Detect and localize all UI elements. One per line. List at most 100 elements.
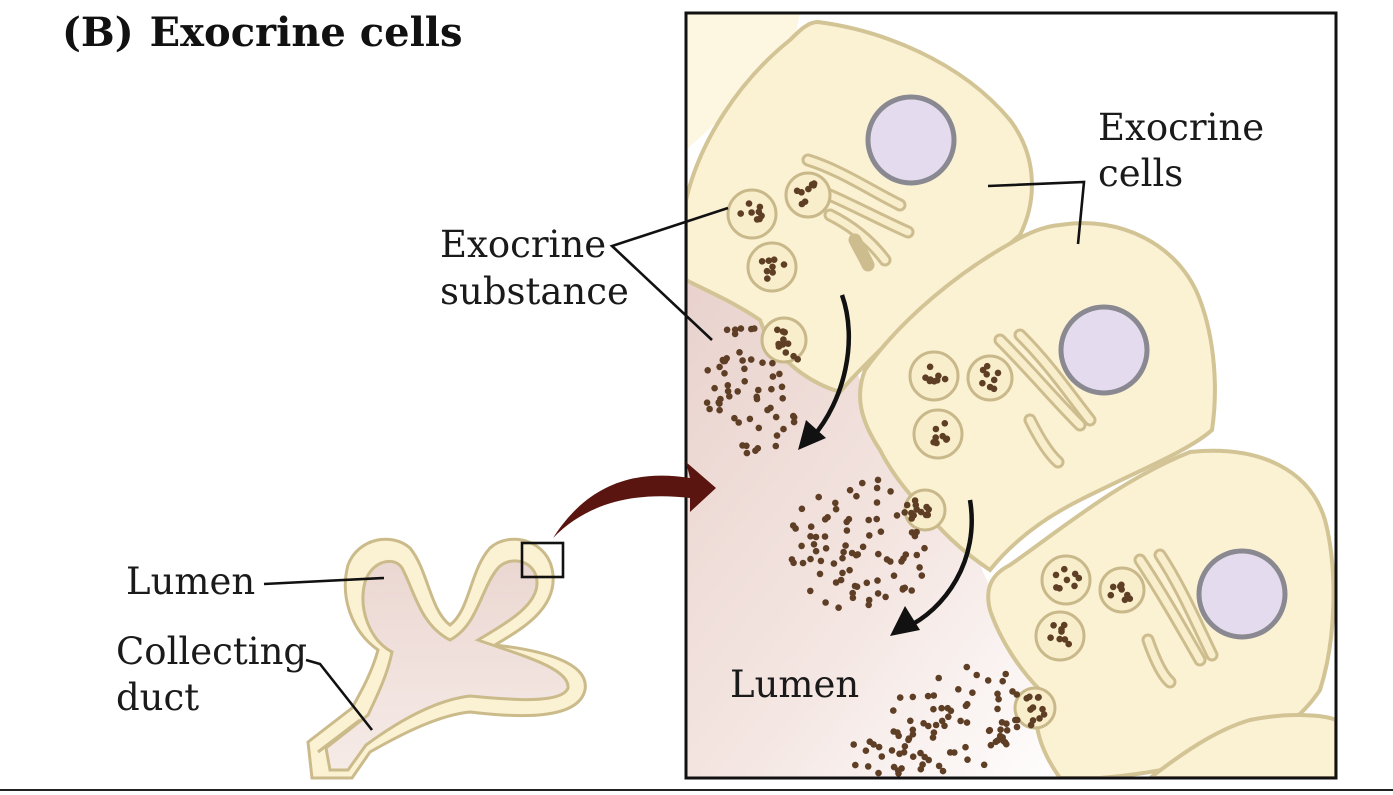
secretion-dot [932,425,940,433]
secretion-dot [890,763,898,771]
secretion-dot [790,352,797,360]
secretion-dot [890,728,897,735]
secretion-dot [746,415,754,423]
secretion-dot [768,385,775,393]
secretion-dot [845,515,853,523]
secretion-dot [1056,635,1063,643]
secretion-dot [1071,582,1078,590]
secretion-dot [1027,706,1034,713]
secretion-dot [979,379,986,387]
secretion-dot [1026,693,1033,701]
label-lumen-inset: Lumen [730,663,859,706]
leader-exocrine-cells [987,180,1086,245]
secretion-dot [737,325,745,332]
secretion-dot [964,756,971,763]
secretion-dot [994,737,1001,744]
secretion-dot [917,765,925,773]
secretion-dot [772,442,780,450]
secretion-dot [973,671,980,679]
secretion-dot [832,505,840,513]
secretion-dot [852,761,859,769]
secretion-dot [763,267,771,275]
secretion-dot [866,738,874,745]
secretion-dot [716,363,723,371]
secretion-dot [932,721,940,729]
secretion-dot [1002,670,1009,678]
secretion-dot [896,694,904,701]
secretion-dot [704,367,711,374]
secretion-dot [837,576,845,584]
secretion-dot [778,383,786,391]
secretion-dot [875,769,882,777]
secretion-dot [832,579,840,586]
exocrine-cell-3 [986,448,1336,778]
secretion-dot [776,370,783,378]
secretion-dot [938,704,945,712]
label-collecting-duct-2: duct [116,676,199,719]
secretion-dot [788,556,796,563]
secretion-dot [764,406,771,414]
secretion-dot [1050,622,1057,629]
secretion-dot [721,370,728,377]
background-cell [686,13,800,150]
secretion-dot [1036,715,1043,722]
secretion-dot [807,523,815,530]
secretion-dot [822,545,830,552]
secretion-dot [890,707,897,714]
secretion-dot [909,693,917,701]
secretion-dot [773,432,781,439]
secretion-dot [878,753,886,760]
secretion-dot [873,484,881,492]
secretion-dot [877,528,885,535]
secretion-dot [929,734,937,741]
golgi-cell-2 [993,328,1097,469]
secretion-dot [846,566,853,574]
secretion-dot [908,587,915,594]
secretion-dot [1065,640,1072,648]
secretion-dot [810,541,818,548]
secretion-dot [772,413,780,421]
secretion-dot [995,695,1002,703]
secretion-dot [851,582,859,590]
secretion-dot [821,533,829,540]
secretion-dot [913,528,920,536]
secretion-dot [859,543,867,551]
secretion-dot [790,414,798,421]
secretion-dot [842,542,849,549]
secretion-dot [990,385,998,393]
secretion-dot [846,486,854,494]
secretion-dot [941,420,949,427]
secretion-dot [839,569,846,577]
secretion-dot [775,343,783,350]
secretion-dot [1040,711,1048,718]
secretion-dot [706,405,713,413]
panel-letter: (B) [62,9,134,56]
secretion-dot [770,256,778,264]
secretion-dot [913,551,921,559]
secretion-dot [899,585,907,592]
secretion-dot [784,340,792,348]
inset-frame [684,11,1338,780]
secretion-dot [1109,583,1117,591]
secretion-dot [1047,634,1054,641]
secretion-dot [745,200,753,207]
nucleus-cell-1 [865,94,957,186]
secretion-dot [1053,584,1060,591]
secretion-dot [753,393,760,401]
secretion-dot [839,554,846,562]
duct-lumen [324,559,570,772]
secretion-dot [875,550,882,558]
nucleus-cell-2 [1058,304,1150,396]
leader-collecting-duct [305,658,374,731]
secretion-dot [910,512,917,519]
secretion-dot [900,749,908,756]
exocrine-cell-partial [1146,713,1336,778]
label-collecting-duct-1: Collecting [116,630,307,673]
secretion-dot [735,419,742,426]
secretion-dot [741,378,748,385]
secretion-dot [1118,586,1125,593]
secretion-dot [901,509,908,516]
secretion-dot [905,736,912,744]
secretion-dot [765,257,773,265]
secretion-flow-arrows [798,294,974,636]
